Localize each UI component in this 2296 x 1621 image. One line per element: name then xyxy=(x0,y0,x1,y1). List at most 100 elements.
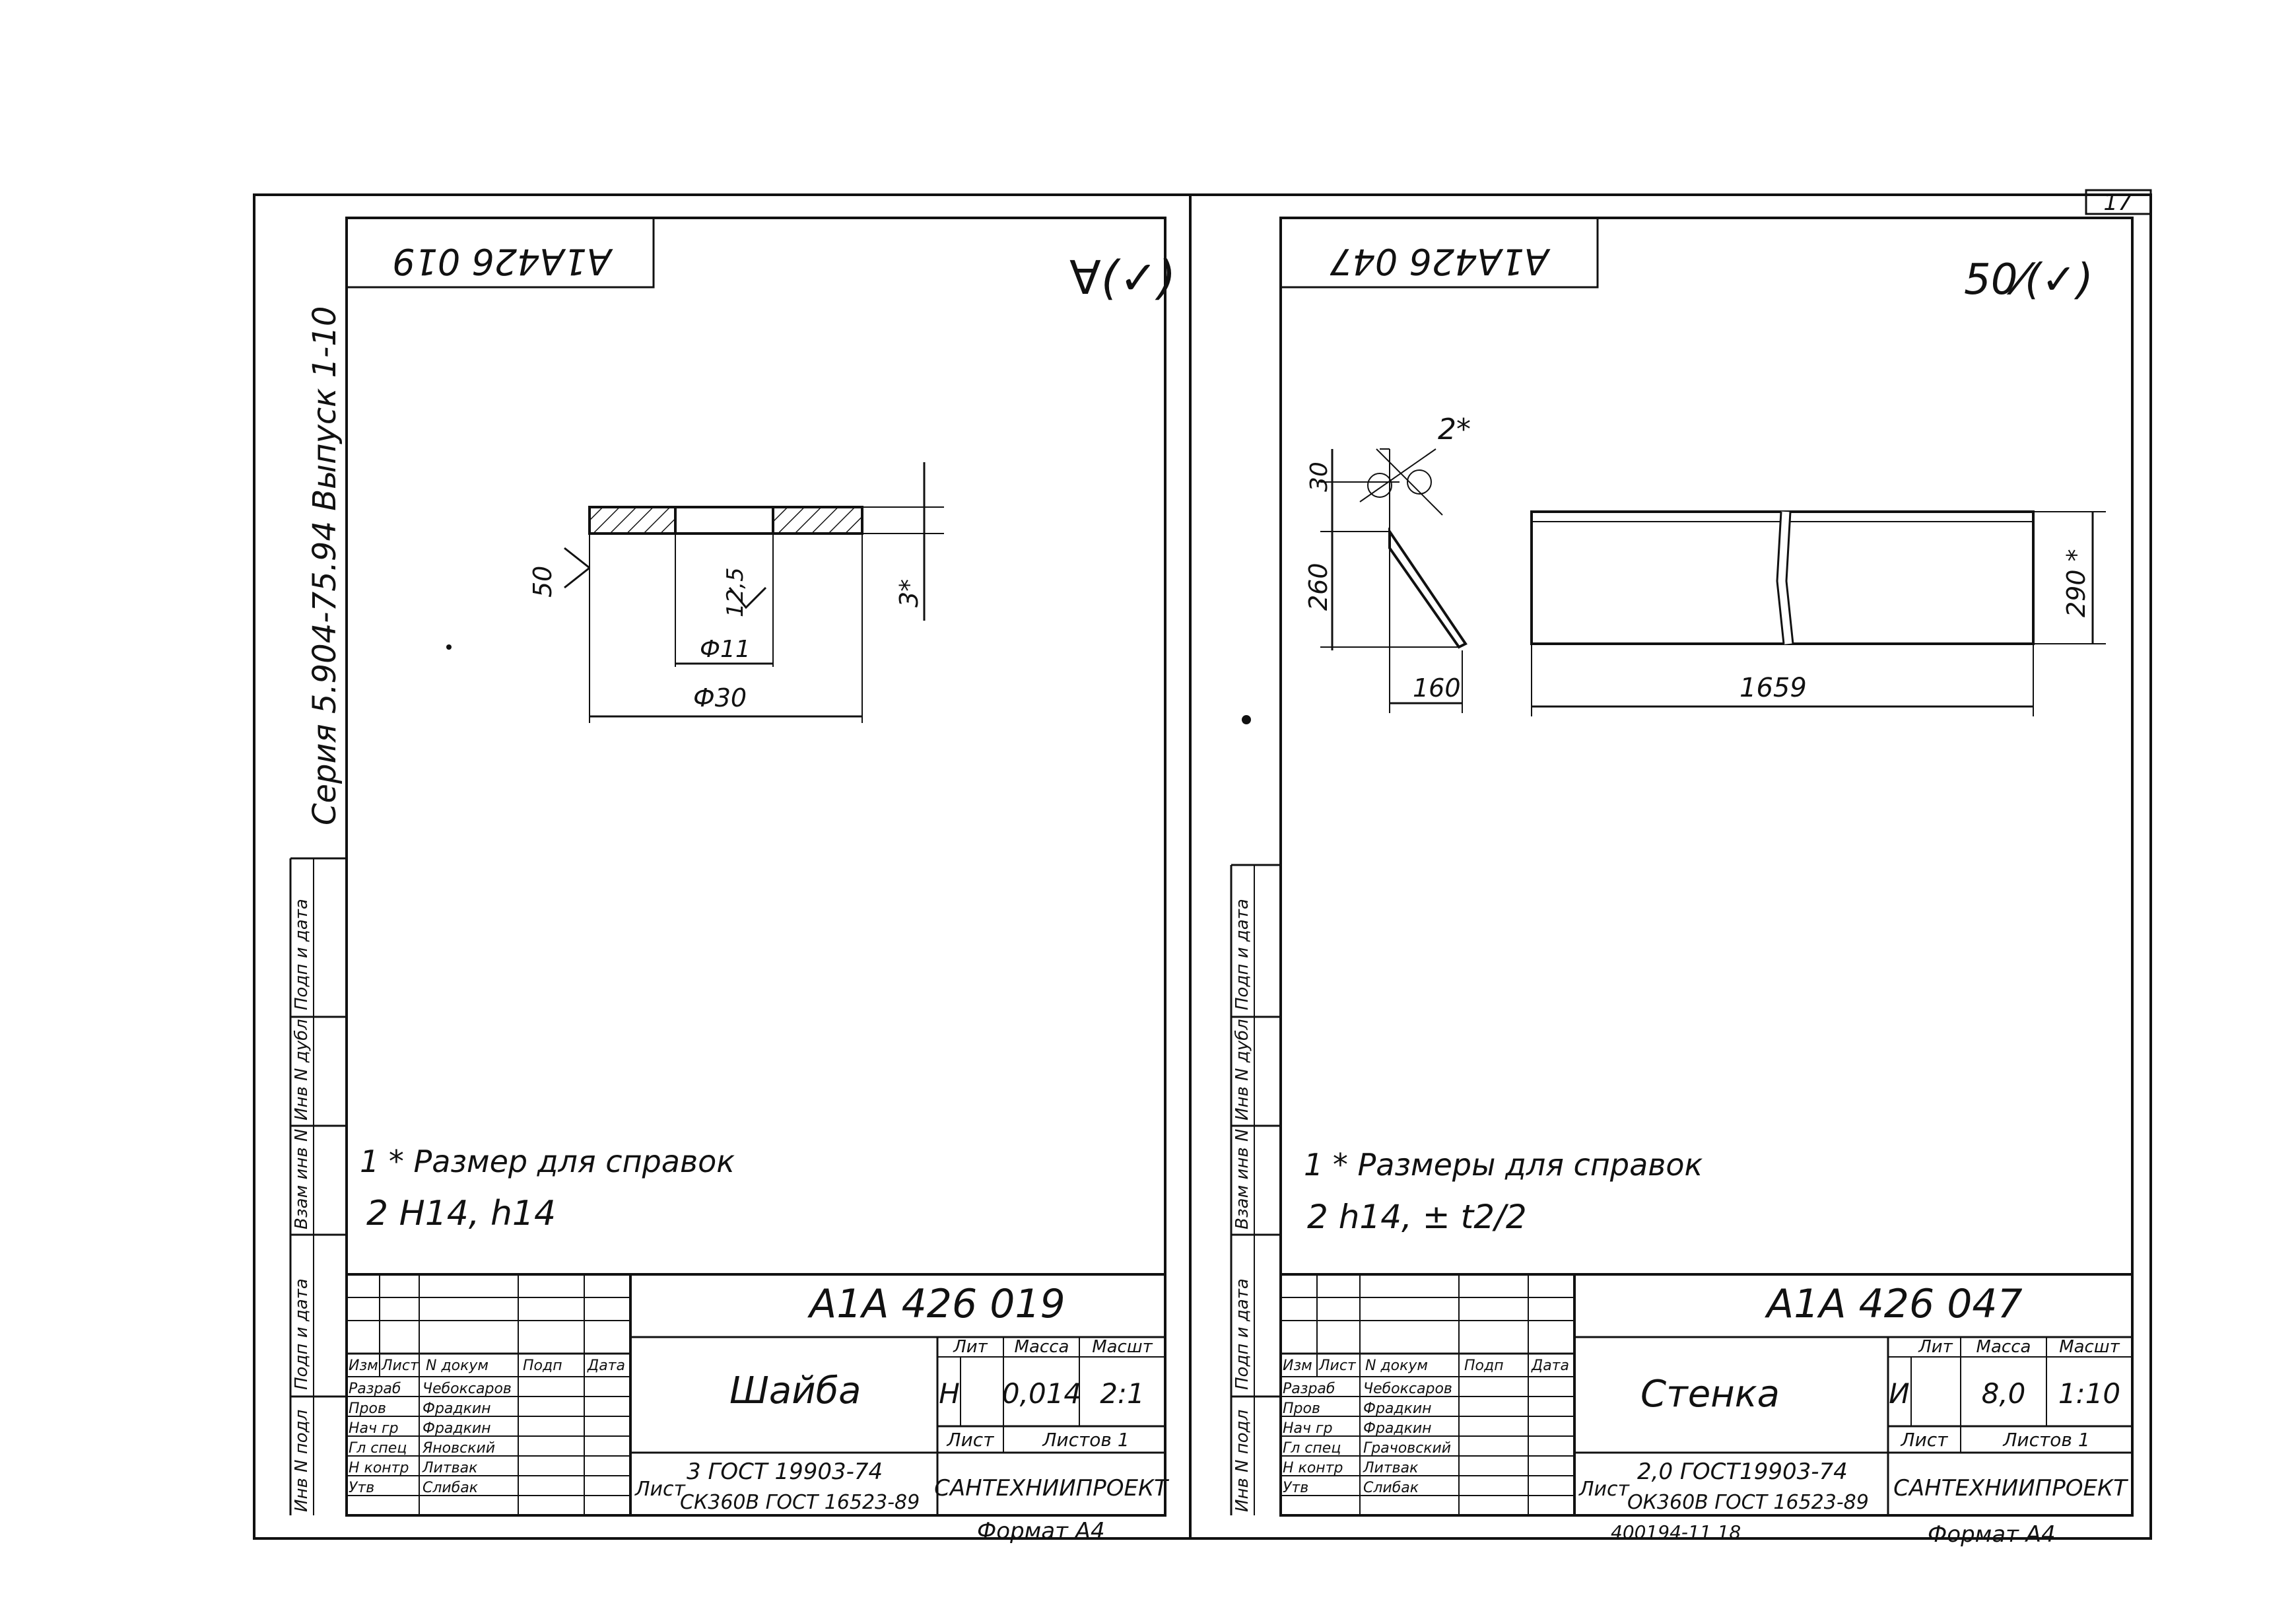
format-label: Формат А4 xyxy=(1928,1521,2056,1548)
svg-text:Лист: Лист xyxy=(1318,1358,1357,1374)
svg-text:Гл спец: Гл спец xyxy=(349,1440,407,1457)
title-block-right xyxy=(1281,1273,2132,1515)
svg-text:Утв: Утв xyxy=(1283,1480,1308,1496)
svg-text:Н контр: Н контр xyxy=(349,1460,409,1476)
svg-text:Фрадкин: Фрадкин xyxy=(422,1420,491,1437)
dim-height: 260 xyxy=(1304,563,1333,611)
margin-cell-2: Подп и дата xyxy=(1232,1278,1252,1390)
svg-text:Яновский: Яновский xyxy=(422,1440,495,1457)
svg-text:Слибак: Слибак xyxy=(1363,1480,1419,1496)
dim-width: 290 * xyxy=(2062,549,2091,617)
col-mass: Масса xyxy=(1976,1337,2031,1357)
svg-text:Литвак: Литвак xyxy=(1363,1460,1419,1476)
title-block-left xyxy=(347,1273,1165,1515)
right-margin-stamp: Инв N подл Подп и дата Взам инв N Инв N … xyxy=(1230,864,1281,1515)
dim-inner: Ф11 xyxy=(700,636,751,663)
svg-text:Дата: Дата xyxy=(1531,1358,1569,1374)
sheets-count: Листов 1 xyxy=(2002,1429,2089,1451)
material-top: 2,0 ГОСТ19903-74 xyxy=(1637,1459,1848,1485)
roughness-mark: 50⁄(✓) xyxy=(1964,256,2093,304)
margin-cell-2: Подп и дата xyxy=(292,1278,312,1390)
note-1: 1 * Размеры для справок xyxy=(1304,1147,1703,1183)
signature-table-right: Изм Лист N докум Подп Дата Разраб Пров Н… xyxy=(1283,1358,1569,1496)
dim-rough-mid: 12,5 xyxy=(722,567,749,617)
svg-text:Изм: Изм xyxy=(1283,1358,1312,1374)
svg-text:Фрадкин: Фрадкин xyxy=(1363,1400,1432,1417)
note-2: 2 h14, ± t2/2 xyxy=(1307,1198,1527,1236)
svg-text:Фрадкин: Фрадкин xyxy=(422,1400,491,1417)
dim-angle: 30 xyxy=(1306,462,1333,492)
material-bottom: СК360В ГОСТ 16523-89 xyxy=(680,1491,920,1514)
margin-cell-3: Взам инв N xyxy=(1232,1129,1252,1229)
mirrored-code: A1A426 047 xyxy=(1330,240,1551,282)
left-inner-frame xyxy=(345,217,1166,1517)
svg-text:Нач гр: Нач гр xyxy=(349,1420,399,1437)
sheets-count: Листов 1 xyxy=(1042,1429,1129,1451)
svg-text:Чебоксаров: Чебоксаров xyxy=(1363,1381,1452,1397)
col-scale: Масшт xyxy=(1092,1337,1153,1357)
part-name: Шайба xyxy=(729,1369,861,1412)
format-label: Формат А4 xyxy=(977,1518,1105,1544)
left-margin-stamp: Инв N подл Подп и дата Взам инв N Инв N … xyxy=(289,857,347,1515)
right-sheet-frame xyxy=(1189,193,2152,1540)
svg-text:Фрадкин: Фрадкин xyxy=(1363,1420,1432,1437)
svg-text:Нач гр: Нач гр xyxy=(1283,1420,1333,1437)
margin-cell-1: Инв N подл xyxy=(1232,1410,1252,1512)
svg-text:Пров: Пров xyxy=(1283,1400,1320,1417)
svg-text:Разраб: Разраб xyxy=(1283,1381,1335,1397)
col-litera: Лит xyxy=(953,1337,988,1357)
material-prefix: Лист xyxy=(1578,1478,1631,1501)
col-litera: Лит xyxy=(1918,1337,1953,1357)
margin-cell-5: Подп и дата xyxy=(292,899,312,1010)
svg-text:Утв: Утв xyxy=(349,1480,374,1496)
note-2: 2 H14, h14 xyxy=(366,1194,556,1233)
page-number: 17 xyxy=(2103,190,2132,216)
dim-base: 160 xyxy=(1413,673,1461,703)
material-bottom: ОК360В ГОСТ 16523-89 xyxy=(1627,1491,1869,1514)
svg-text:Разраб: Разраб xyxy=(349,1381,401,1397)
scale: 2:1 xyxy=(1100,1377,1145,1410)
svg-text:N докум: N докум xyxy=(426,1358,489,1374)
svg-text:Лист: Лист xyxy=(381,1358,419,1374)
col-mass: Масса xyxy=(1015,1337,1069,1357)
drawing-code: A1A 426 047 xyxy=(1764,1281,2022,1327)
right-inner-frame xyxy=(1279,217,2134,1517)
litera: И xyxy=(1889,1377,1909,1410)
material-prefix: Лист xyxy=(634,1478,687,1501)
signature-table-left: Изм Лист N докум Подп Дата Разраб Пров Н… xyxy=(349,1358,625,1496)
part-name: Стенка xyxy=(1640,1373,1780,1416)
svg-text:Н контр: Н контр xyxy=(1283,1460,1343,1476)
dim-rough-left: 50 xyxy=(528,566,557,598)
sheet-label: Лист xyxy=(1901,1429,1949,1451)
scale: 1:10 xyxy=(2058,1377,2120,1410)
footer-code: 400194-11 18 xyxy=(1611,1521,1741,1543)
dim-outer: Ф30 xyxy=(693,683,747,712)
svg-text:Литвак: Литвак xyxy=(422,1460,478,1476)
svg-text:Слибак: Слибак xyxy=(422,1480,479,1496)
series-label: Серия 5.904-75.94 Выпуск 1-10 xyxy=(306,306,343,825)
margin-cell-1: Инв N подл xyxy=(292,1410,312,1512)
washer-drawing xyxy=(564,462,944,723)
svg-text:Подп: Подп xyxy=(1464,1358,1504,1374)
svg-text:Изм: Изм xyxy=(349,1358,378,1374)
drawing-code: A1A 426 019 xyxy=(807,1281,1065,1327)
organization: САНТЕХНИИПРОЕКТ xyxy=(1893,1475,2128,1501)
page-number-box xyxy=(2085,189,2152,215)
material-top: 3 ГОСТ 19903-74 xyxy=(687,1459,883,1485)
margin-cell-4: Инв N дубл xyxy=(1232,1019,1252,1121)
litera: Н xyxy=(939,1377,960,1410)
roughness-mark: ∀(✓) xyxy=(1069,251,1176,305)
margin-cell-3: Взам инв N xyxy=(292,1129,312,1229)
svg-text:Дата: Дата xyxy=(587,1358,625,1374)
dim-thickness: 3* xyxy=(895,579,924,607)
note-1: 1 * Размер для справок xyxy=(360,1144,735,1179)
sheet-label: Лист xyxy=(947,1429,995,1451)
dim-top: 2* xyxy=(1438,413,1471,446)
svg-text:Подп: Подп xyxy=(523,1358,562,1374)
svg-text:N докум: N докум xyxy=(1365,1358,1428,1374)
margin-cell-5: Подп и дата xyxy=(1232,899,1252,1010)
mass: 8,0 xyxy=(1982,1377,2026,1410)
margin-cell-4: Инв N дубл xyxy=(292,1019,312,1121)
svg-text:Чебоксаров: Чебоксаров xyxy=(422,1381,512,1397)
